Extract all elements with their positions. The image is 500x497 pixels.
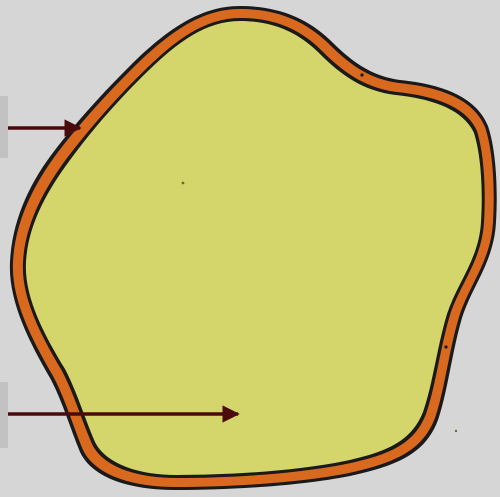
speck <box>455 430 457 432</box>
speck <box>444 345 447 348</box>
speck <box>182 182 185 185</box>
speck <box>360 73 363 76</box>
